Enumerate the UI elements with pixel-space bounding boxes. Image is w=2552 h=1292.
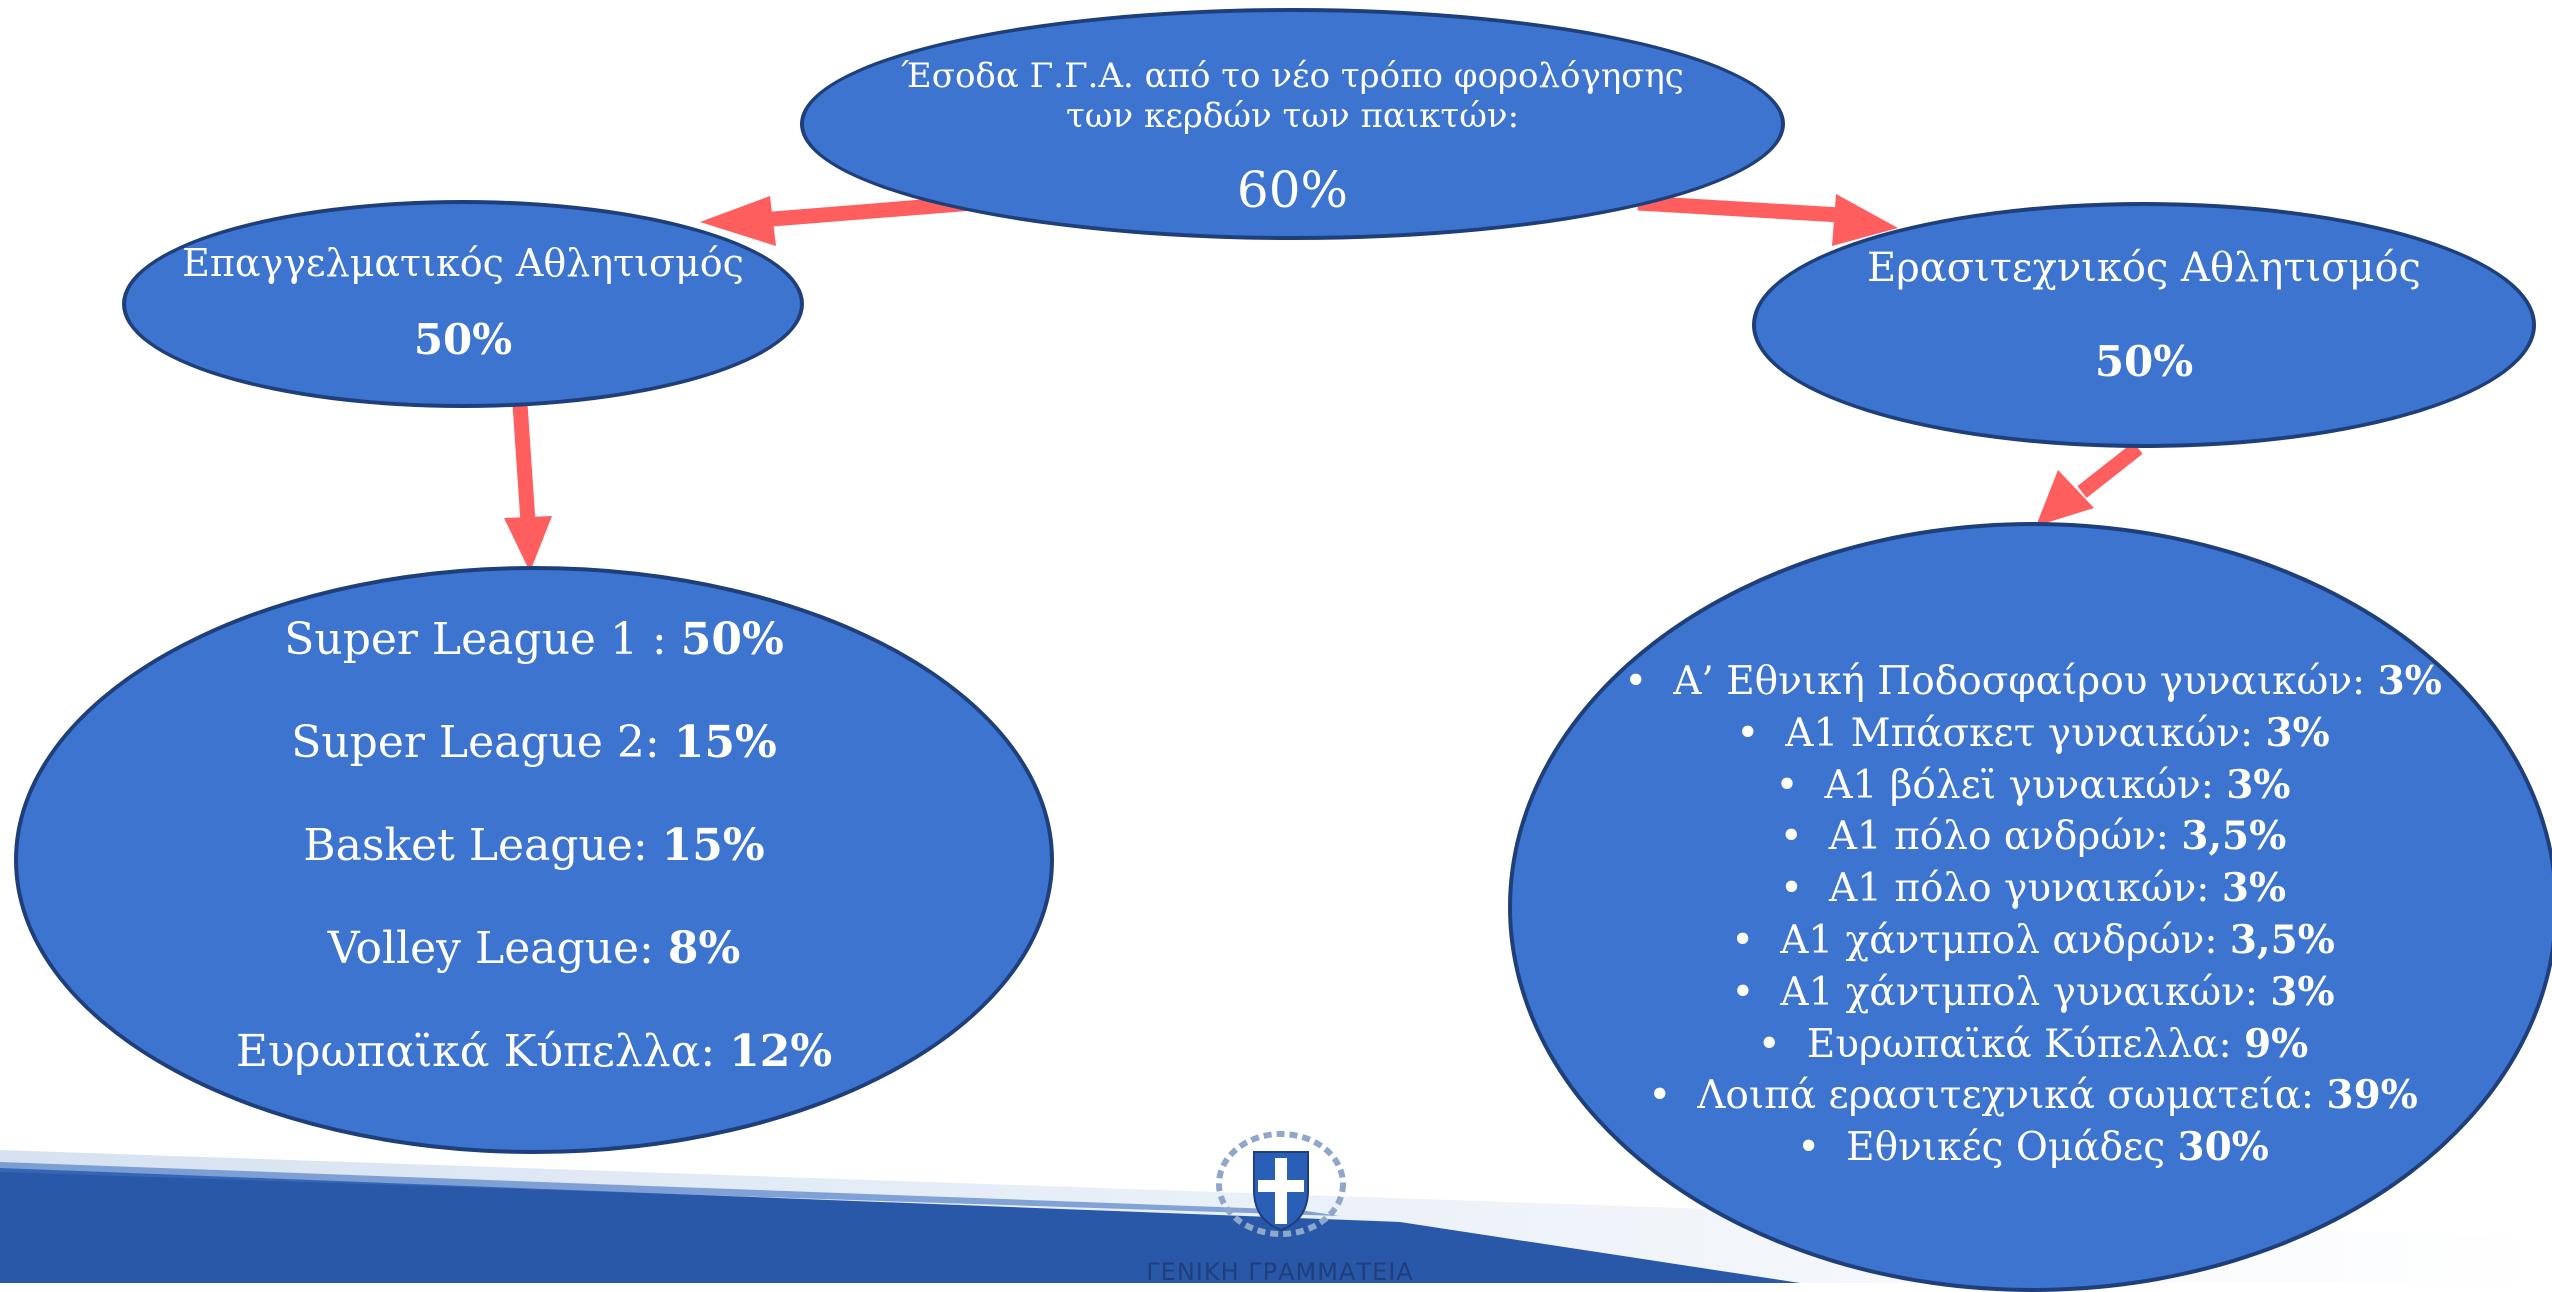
- item-value: 15%: [661, 820, 765, 871]
- breakdown-item: Super League 2: 15%: [18, 717, 1050, 769]
- item-value: 3%: [2377, 658, 2442, 704]
- amateur-title: Ερασιτεχνικός Αθλητισμός: [1867, 245, 2421, 291]
- bullet-icon: •: [1736, 710, 1760, 756]
- greek-coat-of-arms-icon: [1216, 1131, 1346, 1237]
- bullet-icon: •: [1731, 969, 1755, 1015]
- item-label: Volley League:: [327, 923, 668, 974]
- item-label: Super League 2:: [291, 717, 674, 768]
- item-value: 3%: [2265, 709, 2330, 756]
- bullet-item: • Α1 χάντμπολ γυναικών: 3%: [1512, 967, 2552, 1019]
- root-line-1: Έσοδα Γ.Γ.Α. από το νέο τρόπο φορολόγηση…: [901, 56, 1684, 96]
- item-value: 3,5%: [2181, 813, 2287, 860]
- amateur-value: 50%: [2094, 337, 2194, 386]
- root-ellipse: Έσοδα Γ.Γ.Α. από το νέο τρόπο φορολόγηση…: [800, 8, 1785, 240]
- professional-title: Επαγγελματικός Αθλητισμός: [182, 241, 744, 285]
- bullet-icon: •: [1779, 866, 1803, 912]
- item-value: 3,5%: [2229, 916, 2335, 963]
- bullet-item: • Α1 Μπάσκετ γυναικών: 3%: [1512, 708, 2552, 760]
- item-value: 3%: [2221, 865, 2287, 912]
- root-line-2: των κερδών των παικτών:: [1065, 96, 1520, 136]
- amateur-breakdown-ellipse: • Α’ Εθνική Ποδοσφαίρου γυναικών: 3% • Α1 …: [1508, 522, 2552, 1292]
- item-label: Α1 πόλο γυναικών:: [1828, 866, 2222, 912]
- item-label: Super League 1 :: [284, 614, 681, 665]
- breakdown-item: Super League 1 : 50%: [18, 614, 1050, 666]
- item-value: 12%: [729, 1026, 833, 1077]
- bullet-item: • Α1 βόλεϊ γυναικών: 3%: [1512, 760, 2552, 812]
- bullet-item: • Α1 πόλο ανδρών: 3,5%: [1512, 811, 2552, 863]
- bullet-item: • Ευρωπαϊκά Κύπελλα: 9%: [1512, 1019, 2552, 1071]
- item-label: Ευρωπαϊκά Κύπελλα:: [1806, 1021, 2245, 1067]
- bullet-icon: •: [1624, 659, 1648, 704]
- bullet-icon: •: [1797, 1125, 1821, 1171]
- item-value: 30%: [2177, 1124, 2269, 1171]
- breakdown-item: Ευρωπαϊκά Κύπελλα: 12%: [18, 1026, 1050, 1078]
- item-value: 50%: [680, 614, 784, 665]
- amateur-ellipse: Ερασιτεχνικός Αθλητισμός 50%: [1752, 202, 2536, 448]
- footer-text: ΓΕΝΙΚΗ ΓΡΑΜΜΑΤΕΙΑ: [1146, 1258, 1414, 1286]
- bullet-icon: •: [1775, 762, 1799, 808]
- bullet-item: • Α’ Εθνική Ποδοσφαίρου γυναικών: 3%: [1512, 656, 2552, 708]
- bullet-icon: •: [1757, 1021, 1781, 1067]
- breakdown-item: Volley League: 8%: [18, 923, 1050, 975]
- item-label: Basket League:: [303, 820, 662, 871]
- root-label: Έσοδα Γ.Γ.Α. από το νέο τρόπο φορολόγηση…: [804, 56, 1781, 136]
- bullet-item: • Λοιπά ερασιτεχνικά σωματεία: 39%: [1512, 1070, 2552, 1122]
- bullet-item: • Εθνικές Ομάδες 30%: [1512, 1122, 2552, 1174]
- breakdown-item: Basket League: 15%: [18, 820, 1050, 872]
- item-value: 9%: [2244, 1020, 2309, 1067]
- item-label: Λοιπά ερασιτεχνικά σωματεία:: [1697, 1073, 2327, 1119]
- item-value: 3%: [2226, 761, 2291, 808]
- item-value: 39%: [2326, 1072, 2418, 1119]
- bullet-item: • Α1 χάντμπολ ανδρών: 3,5%: [1512, 915, 2552, 967]
- bullet-icon: •: [1648, 1073, 1672, 1119]
- item-value: 3%: [2270, 968, 2335, 1015]
- professional-ellipse: Επαγγελματικός Αθλητισμός 50%: [122, 200, 804, 408]
- item-label: Ευρωπαϊκά Κύπελλα:: [235, 1026, 730, 1077]
- item-value: 8%: [667, 923, 741, 974]
- item-label: Α’ Εθνική Ποδοσφαίρου γυναικών:: [1673, 659, 2378, 704]
- bullet-icon: •: [1779, 814, 1803, 860]
- item-label: Α1 βόλεϊ γυναικών:: [1824, 762, 2227, 808]
- item-label: Εθνικές Ομάδες: [1846, 1125, 2178, 1171]
- item-value: 15%: [673, 717, 777, 768]
- bullet-item: • Α1 πόλο γυναικών: 3%: [1512, 863, 2552, 915]
- item-label: Α1 πόλο ανδρών:: [1828, 814, 2182, 860]
- item-label: Α1 χάντμπολ γυναικών:: [1780, 969, 2271, 1015]
- item-label: Α1 χάντμπολ ανδρών:: [1780, 917, 2230, 963]
- item-label: Α1 Μπάσκετ γυναικών:: [1785, 710, 2266, 756]
- bullet-icon: •: [1731, 917, 1755, 963]
- root-value: 60%: [1236, 161, 1349, 219]
- professional-breakdown-ellipse: Super League 1 : 50% Super League 2: 15%…: [14, 566, 1054, 1154]
- professional-value: 50%: [413, 315, 513, 364]
